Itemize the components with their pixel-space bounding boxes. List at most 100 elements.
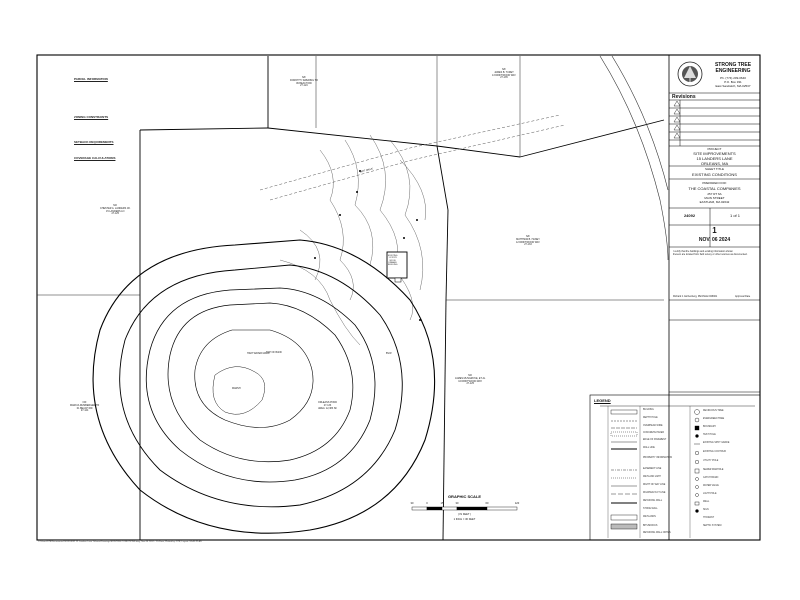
abutter-top-right: N/F JAMES B. TURET 13 DRIFTWOOD WAY 27-1… bbox=[492, 68, 516, 80]
adjoining-lot-lines bbox=[37, 56, 664, 301]
company-contact: Ph. (774) 209-0640 P.O. Box 331 East San… bbox=[706, 76, 760, 88]
job-number: 24092 bbox=[683, 213, 696, 218]
road-edge bbox=[599, 55, 669, 261]
surveyor-certification: I certify that the buildings and existin… bbox=[673, 250, 748, 256]
existing-house bbox=[386, 251, 408, 283]
marsh-island bbox=[212, 366, 266, 415]
dirt-drive bbox=[259, 114, 566, 201]
graphic-scale-bar bbox=[411, 506, 518, 511]
legend-item-depth-hole: DEPTH HOLE bbox=[643, 417, 658, 419]
parcel-info-title: PARCEL INFORMATION bbox=[74, 77, 108, 81]
legend-item-stone-wall: STONE WALL bbox=[643, 508, 658, 510]
high-water-label: HIGH WATER MARK bbox=[247, 352, 270, 355]
client-name: THE COASTAL COMPANIES bbox=[688, 186, 741, 191]
legend-item-wetlands: WETLANDS bbox=[643, 516, 656, 518]
legend-item-septic-system: SEPTIC SYSTEM bbox=[703, 525, 722, 527]
legend-item-water-valve: WATER VALVE bbox=[703, 485, 719, 487]
sheet-title-label: SHEET TITLE bbox=[705, 167, 724, 171]
plan-date: NOV. 06 2024 bbox=[698, 237, 731, 243]
company-phone: Ph. (774) 209-0640 bbox=[720, 76, 746, 80]
client-line-2: MAIN STREET bbox=[704, 196, 725, 200]
zoning-title: ZONING CONSTRAINTS bbox=[74, 115, 109, 119]
legend-item-light-pole: LIGHT POLE bbox=[703, 493, 717, 495]
company-name-line-1: STRONG TREE bbox=[714, 62, 752, 68]
title-block-grid bbox=[669, 92, 760, 393]
scale-ratio: 1 INCH = 30 FEET bbox=[453, 518, 476, 521]
legend-item-concrete-paver: CONCRETE PAVER bbox=[643, 432, 664, 434]
company-po-box: P.O. Box 331 bbox=[724, 80, 742, 84]
prepared-for-label: PREPARED FOR: bbox=[702, 181, 727, 185]
existing-house-label: EXISTING 1 STORY WOOD FRAMED BUILDING bbox=[388, 255, 398, 267]
legend-item-wall-line: WALL LINE bbox=[643, 447, 655, 449]
coverage-title: COVERAGE CALCULATIONS bbox=[74, 156, 116, 160]
property-lines bbox=[139, 56, 665, 541]
company-town: East Sandwich, MA 02537 bbox=[715, 84, 751, 88]
legend-symbols bbox=[694, 409, 700, 513]
top-of-bank-label: TOP OF BANK bbox=[266, 351, 282, 354]
scale-tick-1: 0 bbox=[426, 502, 428, 505]
legend-item-hydrant: HYDRANT bbox=[703, 517, 715, 519]
legend-item-catch-basin: CATCH BASIN bbox=[703, 477, 719, 479]
legend-item-utility-pole: UTILITY POLE bbox=[703, 460, 719, 462]
legend-item-edge-of-pavement: EDGE OF PAVEMENT bbox=[643, 439, 667, 441]
plot-footer: C:\Users\STE\Documents\2024\24092 15 Lan… bbox=[38, 541, 202, 543]
abutter-top-left: N/F DOROTHY SWERING TR 09 BEACH RD 27-12… bbox=[290, 76, 318, 88]
legend-item-building: BUILDING bbox=[643, 409, 654, 411]
company-name-line-2: ENGINEERING bbox=[715, 68, 751, 74]
scale-tick-3: 30 bbox=[455, 502, 459, 505]
legend-item-roadway-lot-line: ROADWAY/LOT LINE bbox=[643, 492, 666, 494]
client-line-1: 257 RT 6A bbox=[707, 192, 722, 196]
legend-item-wetland-limit: WETLAND LIMIT bbox=[643, 476, 661, 478]
scale-tick-4: 60 bbox=[485, 502, 489, 505]
company-logo-icon bbox=[677, 61, 703, 87]
abutter-far-left: N/F MARCIA DUMBERGER TR 01 BEACH RD 27-1… bbox=[70, 401, 100, 413]
revisions-label: Revisions bbox=[672, 94, 696, 100]
legend-item-overhead-wire: OVERHEAD WIRE bbox=[643, 425, 663, 427]
legend-title: LEGEND bbox=[594, 398, 611, 403]
sheet-count: 1 of 1 bbox=[729, 213, 740, 218]
approval-date-label: Approval Date bbox=[735, 295, 751, 298]
legend-item-property-information: PROPERTY INFORMATION bbox=[643, 457, 673, 459]
legend-item-well: WELL bbox=[703, 501, 710, 503]
legend-item-evergreen-tree: EVERGREEN TREE bbox=[703, 418, 725, 420]
project-lines: SITE IMPROVEMENTS 15 LANDERS LANE ORLEAN… bbox=[669, 151, 760, 166]
abutter-right: N/F MATTHEW B. HANEY 12 DRIFTWOOD WAY 27… bbox=[516, 235, 540, 247]
client-address: 257 RT 6A MAIN STREET EASTHAM, MA 02642 bbox=[669, 192, 760, 204]
wetland-label: BVW bbox=[386, 352, 392, 355]
legend-item-retaining-wall: RETAINING WALL bbox=[643, 500, 663, 502]
graphic-scale-title: GRAPHIC SCALE bbox=[447, 494, 482, 499]
project-line-1: SITE IMPROVEMENTS bbox=[693, 151, 736, 156]
scale-tick-2: 15 bbox=[440, 502, 444, 505]
legend-item-sign: SIGN bbox=[703, 509, 709, 511]
legend-item-contour: EXISTING CONTOUR bbox=[703, 451, 726, 453]
sheet-number: 1 bbox=[712, 226, 717, 235]
legend-item-bituminous: BITUMINOUS bbox=[643, 525, 658, 527]
legend-item-retaining-wall-notes: RETAINING WALL NOTES bbox=[643, 532, 671, 534]
abutter-left: N/F CHESTER A. LANDERS JR. 15 LANDERS LN… bbox=[100, 204, 131, 216]
contour-rings bbox=[92, 239, 436, 534]
legend-item-easement-line: EASEMENT LINE bbox=[643, 468, 662, 470]
plan-symbols bbox=[314, 170, 421, 321]
scale-tick-0: 30 bbox=[410, 502, 414, 505]
project-line-3: ORLEANS, MA bbox=[700, 161, 729, 166]
marsh-label: MARSH bbox=[232, 387, 241, 390]
legend-swatches bbox=[610, 409, 638, 530]
project-line-2: 15 LANDERS LANE bbox=[696, 156, 733, 161]
setbacks-title: SETBACK REQUIREMENTS bbox=[74, 140, 114, 144]
pond-label: ORLEANS POND 27-133 AREA: 12,383 SF bbox=[318, 401, 337, 410]
legend-item-test-hole: TEST HOLE bbox=[703, 434, 716, 436]
scale-unit: ( IN FEET ) bbox=[457, 513, 472, 516]
client-line-3: EASTHAM, MA 02642 bbox=[699, 200, 730, 204]
revision-markers bbox=[673, 100, 681, 139]
legend-box bbox=[589, 394, 761, 541]
scale-tick-5: 120 bbox=[514, 502, 520, 505]
legend-item-deciduous-tree: DECIDUOUS TREE bbox=[703, 410, 724, 412]
surveyor-signature: Richard J. Eichenberg, PE/CSLE/ #26901 bbox=[673, 295, 718, 298]
company-name: STRONG TREE ENGINEERING bbox=[706, 62, 760, 74]
legend-item-spot-grade: EXISTING SPOT GRADE bbox=[703, 442, 730, 444]
legend-item-sewer-manhole: SEWER MANHOLE bbox=[703, 469, 724, 471]
abutter-bottom-right: N/F JAMES MUSGROVE, ET AL 10 DRIFTWOOD W… bbox=[455, 374, 486, 386]
legend-item-boundary: BOUNDARY bbox=[703, 426, 716, 428]
legend-item-right-of-way: RIGHT OF WAY LINE bbox=[643, 484, 666, 486]
